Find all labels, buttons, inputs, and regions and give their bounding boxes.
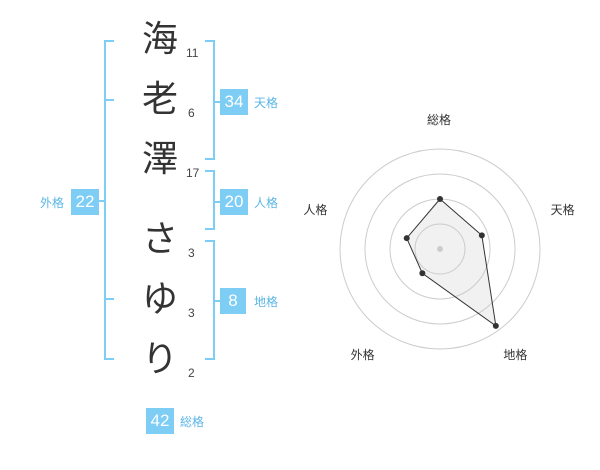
chikaku-label: 地格 <box>254 295 279 309</box>
gaikaku-bracket-vertical <box>104 40 106 360</box>
gaikaku-bracket-stem <box>98 200 104 202</box>
radar-ring <box>339 148 541 350</box>
stroke-count-1: 11 <box>186 46 199 60</box>
radar-center-dot <box>437 246 443 252</box>
gaikaku-label: 外格 <box>40 196 65 210</box>
jinkaku-bracket-stem <box>213 201 221 203</box>
tenkaku-badge: 34 <box>220 89 248 115</box>
jinkaku-label: 人格 <box>254 196 279 210</box>
gaikaku-badge: 22 <box>71 189 99 215</box>
tenkaku-bracket-vertical <box>213 40 215 160</box>
gaikaku-bracket-tick <box>104 99 114 101</box>
soukaku-label: 総格 <box>180 415 205 429</box>
radar-ring <box>414 223 466 275</box>
chikaku-bracket-stem <box>213 300 221 302</box>
stroke-count-6: 2 <box>188 366 195 380</box>
tenkaku-bracket-bottom <box>205 158 215 160</box>
name-char-5: ゆ <box>141 279 178 320</box>
jinkaku-bracket-vertical <box>213 170 215 230</box>
radar-point-2 <box>478 232 485 239</box>
radar-point-5 <box>403 235 410 242</box>
gaikaku-bracket-bottom <box>104 358 114 360</box>
radar-axis-label-1: 総格 <box>427 113 452 127</box>
chikaku-bracket-bottom <box>205 358 215 360</box>
stroke-count-5: 3 <box>188 306 195 320</box>
name-char-1: 海 <box>141 19 178 60</box>
tenkaku-bracket-stem <box>213 101 221 103</box>
name-char-2: 老 <box>141 79 178 120</box>
tenkaku-label: 天格 <box>254 96 279 110</box>
radar-axis-label-4: 外格 <box>350 348 375 363</box>
name-char-3: 澤 <box>141 139 178 180</box>
chikaku-badge: 8 <box>220 288 246 314</box>
radar-axis-label-2: 天格 <box>550 202 575 217</box>
radar-point-1 <box>437 196 443 202</box>
name-char-6: り <box>141 339 178 380</box>
stroke-count-3: 17 <box>186 166 200 180</box>
soukaku-badge: 42 <box>146 408 174 434</box>
radar-ring <box>364 173 516 325</box>
gaikaku-bracket-top <box>104 40 114 42</box>
radar-axis-label-5: 人格 <box>303 202 328 217</box>
radar-series-polygon <box>406 198 497 327</box>
jinkaku-badge: 20 <box>220 189 248 215</box>
name-char-4: さ <box>141 219 178 260</box>
radar-point-3 <box>492 322 499 329</box>
jinkaku-bracket-bottom <box>205 228 215 230</box>
radar-point-4 <box>419 270 426 277</box>
chikaku-bracket-top <box>205 240 215 242</box>
stroke-count-4: 3 <box>188 246 195 260</box>
tenkaku-bracket-top <box>205 40 215 42</box>
stroke-count-2: 6 <box>188 106 195 120</box>
gaikaku-bracket-tick <box>104 298 114 300</box>
jinkaku-bracket-top <box>205 170 215 172</box>
radar-axis-label-3: 地格 <box>503 348 528 363</box>
